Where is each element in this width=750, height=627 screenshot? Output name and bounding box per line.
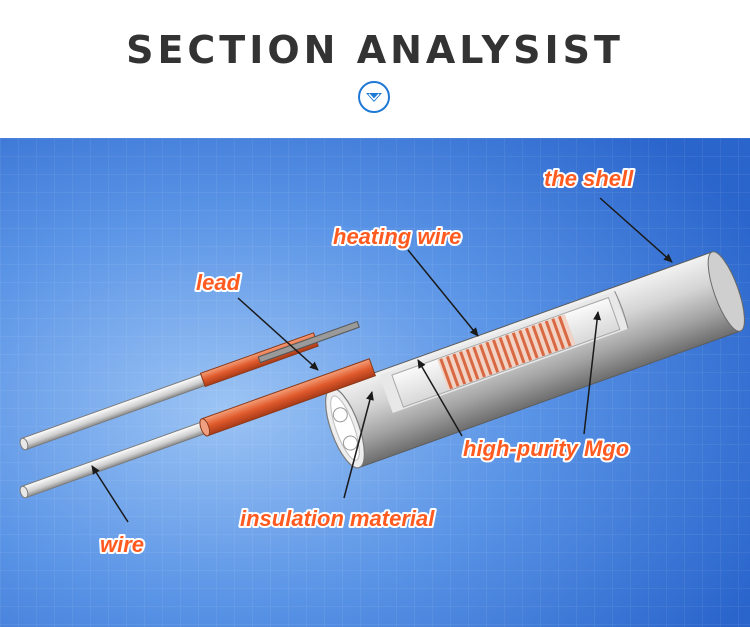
leader-mgo-shell (583, 311, 602, 435)
label-insulation: insulation material (240, 506, 435, 531)
label-wire: wire (100, 532, 144, 557)
leader-insulation (343, 391, 374, 499)
leader-heating-wire (407, 249, 479, 337)
shell-end-cap (707, 251, 745, 332)
diagram-panel: the shell heating wire lead high-purity … (0, 138, 750, 627)
upper-lead (19, 320, 360, 451)
label-shell: the shell (544, 166, 634, 191)
leader-mgo-core (417, 359, 463, 437)
leader-shell (599, 197, 673, 263)
lead-pin (257, 320, 360, 364)
label-mgo: high-purity Mgo (463, 436, 629, 461)
label-lead: lead (196, 270, 241, 295)
page-title: SECTION ANALYSIST (126, 28, 624, 72)
leader-wire (91, 465, 129, 523)
cartridge-heater-diagram: the shell heating wire lead high-purity … (0, 138, 750, 627)
header: SECTION ANALYSIST (0, 0, 750, 138)
label-heating-wire: heating wire (333, 224, 461, 249)
lower-lead (19, 358, 377, 499)
heater-body (325, 251, 745, 469)
heating-coil (437, 314, 576, 390)
chevron-down-circle-icon (358, 81, 390, 113)
leader-lead (237, 297, 319, 371)
